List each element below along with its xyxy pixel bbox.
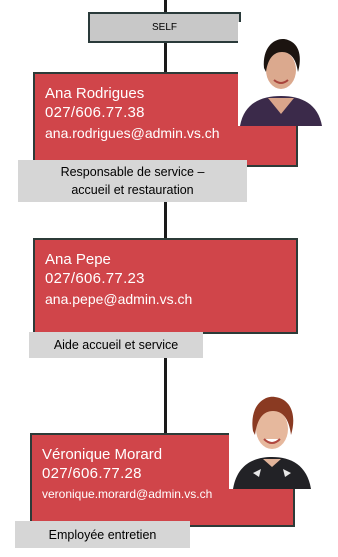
person-name: Véronique Morard (42, 446, 163, 463)
role-label: Employée entretien (48, 527, 157, 542)
person-card-ana-pepe[interactable]: Ana Pepe 027/606.77.23 ana.pepe@admin.vs… (33, 238, 298, 334)
connector-line-card2-to-card3 (164, 358, 167, 433)
person-email: ana.pepe@admin.vs.ch (45, 291, 193, 307)
role-line-1: Responsable de service – (60, 165, 205, 179)
role-label: Aide accueil et service (53, 338, 179, 352)
self-box[interactable]: SELF (88, 12, 241, 43)
person-phone: 027/606.77.23 (45, 270, 145, 287)
person-photo-ana-rodrigues (238, 22, 324, 126)
connector-line-self-to-card1 (164, 43, 167, 73)
person-photo-veronique-morard (229, 377, 315, 489)
role-line-2: accueil et restauration (71, 183, 194, 197)
connector-line-top (164, 0, 167, 12)
person-name: Ana Rodrigues (45, 85, 145, 102)
connector-line-card1-to-card2 (164, 200, 167, 240)
role-badge-ana-rodrigues: Responsable de service – accueil et rest… (18, 160, 247, 202)
person-email: ana.rodrigues@admin.vs.ch (45, 125, 220, 141)
person-phone: 027/606.77.38 (45, 104, 145, 121)
self-label: SELF (151, 22, 177, 33)
person-name: Ana Pepe (45, 251, 111, 268)
role-badge-veronique-morard: Employée entretien (15, 521, 190, 548)
role-badge-ana-pepe: Aide accueil et service (29, 332, 203, 358)
person-phone: 027/606.77.28 (42, 465, 142, 482)
person-email: veronique.morard@admin.vs.ch (42, 487, 213, 501)
